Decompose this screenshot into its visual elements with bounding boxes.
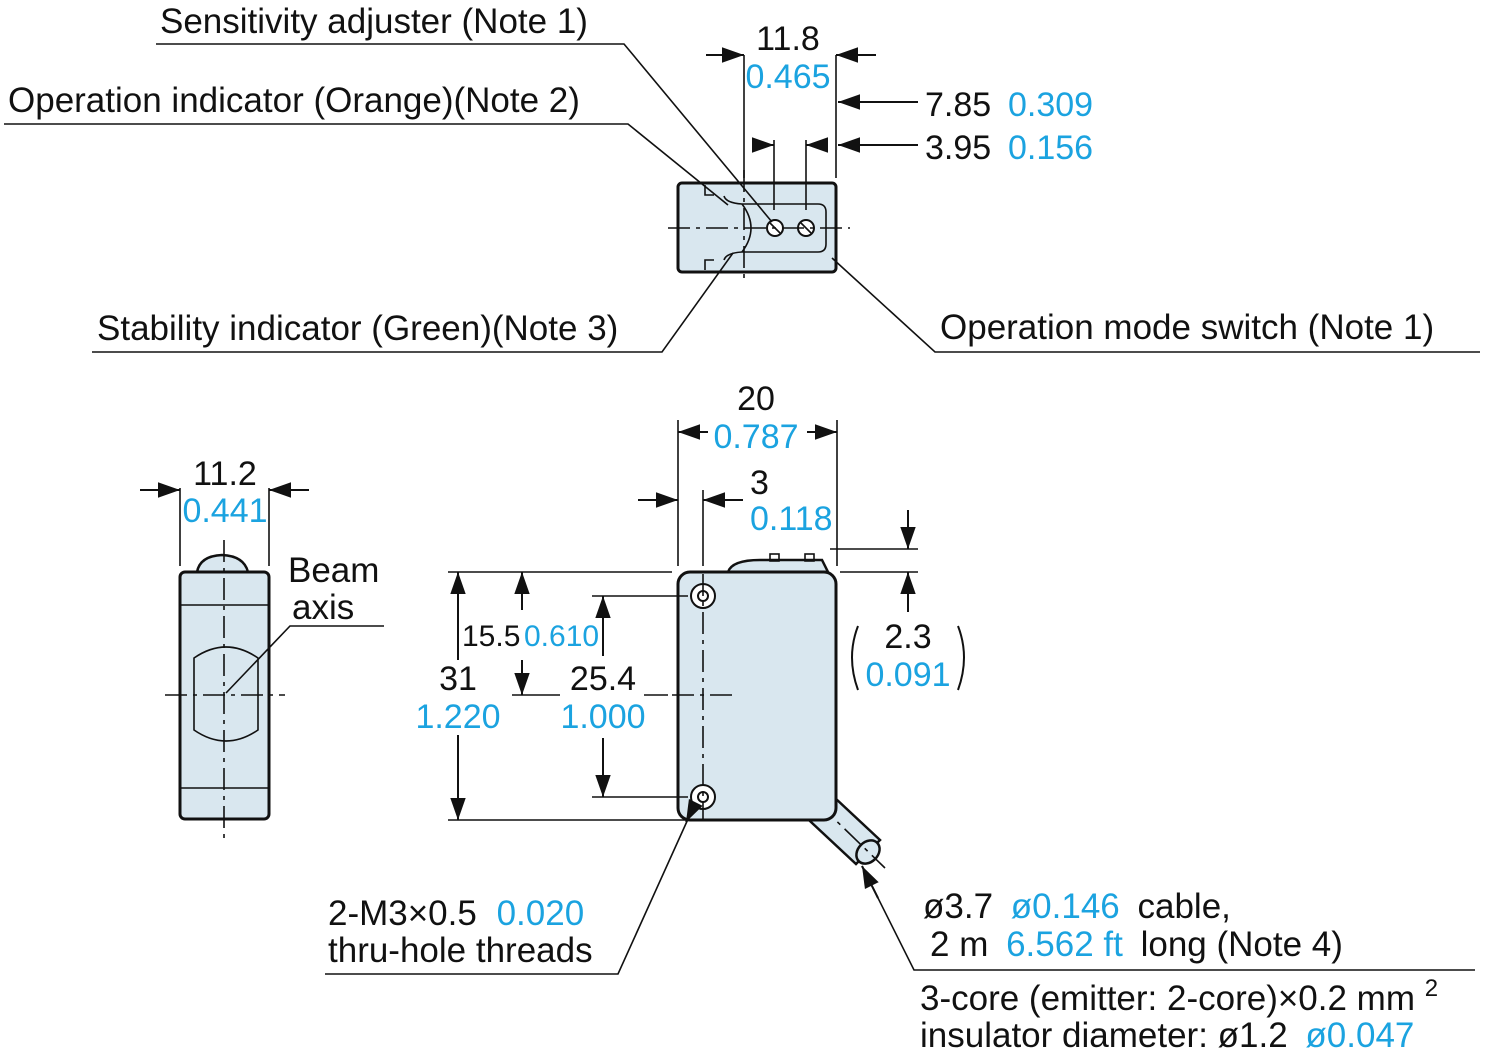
threads-line-2: thru-hole threads [328, 931, 593, 970]
cable-dia-mm: ø3.7 [923, 887, 993, 926]
cable-length-note: long (Note 4) [1141, 925, 1343, 964]
side-view: 11.2 0.441 Beam axis [140, 455, 384, 840]
cable-length-m: 2 m [930, 925, 988, 964]
cable-length-ft: 6.562 ft [1006, 925, 1123, 964]
threads-line-1: 2-M3×0.5 0.020 [328, 894, 584, 933]
cable-core-spec: 3-core (emitter: 2-core)×0.2 mm [920, 979, 1415, 1018]
offset2-in: 0.156 [1008, 129, 1093, 167]
front-view-housing [676, 570, 838, 822]
beam-axis-label-1: Beam [288, 551, 379, 590]
stability-indicator-label: Stability indicator (Green)(Note 3) [97, 309, 618, 348]
offset1-in: 0.309 [1008, 86, 1093, 124]
offset1-mm: 7.85 [925, 86, 991, 124]
side-width-mm: 11.2 [193, 455, 257, 493]
front-view: 20 0.787 3 0.118 2.3 0.091 31 1.220 15.5… [325, 380, 1475, 1055]
height-mm: 31 [439, 660, 477, 698]
cable-dia-in: ø0.146 [1011, 887, 1120, 926]
offset2-mm: 3.95 [925, 129, 991, 167]
cable-line-1: ø3.7 ø0.146 cable, [923, 887, 1231, 926]
threads-size-in: 0.020 [497, 894, 585, 933]
upper-in: 0.610 [524, 620, 599, 653]
operation-mode-switch-label: Operation mode switch (Note 1) [940, 308, 1434, 347]
top-width-mm: 11.8 [756, 20, 820, 58]
side-width-in: 0.441 [182, 492, 267, 530]
insulator-dia-mm: insulator diameter: ø1.2 [920, 1016, 1288, 1055]
front-width-mm: 20 [737, 380, 775, 418]
top-view: 11.8 0.465 7.85 0.309 3.95 0.156 Sensiti… [4, 2, 1480, 353]
height-in: 1.220 [415, 698, 500, 736]
cable-line-3: 3-core (emitter: 2-core)×0.2 mm 2 [920, 975, 1438, 1018]
insulator-dia-in: ø0.047 [1305, 1016, 1414, 1055]
cable-core-sup: 2 [1425, 975, 1438, 1002]
front-width-in: 0.787 [713, 418, 798, 456]
top-gap-mm: 2.3 [884, 618, 931, 656]
sensitivity-adjuster-label: Sensitivity adjuster (Note 1) [160, 2, 588, 41]
pitch-mm: 25.4 [570, 660, 636, 698]
top-gap-in: 0.091 [865, 656, 950, 694]
cable-line-4: insulator diameter: ø1.2 ø0.047 [920, 1016, 1414, 1055]
cable-word: cable, [1137, 887, 1230, 926]
beam-axis-label-2: axis [292, 588, 354, 627]
pitch-in: 1.000 [560, 698, 645, 736]
cable-line-2: 2 m 6.562 ft long (Note 4) [930, 925, 1343, 964]
edge-mm: 3 [750, 464, 769, 502]
threads-size: 2-M3×0.5 [328, 894, 477, 933]
edge-in: 0.118 [750, 500, 833, 538]
top-width-in: 0.465 [745, 58, 830, 96]
operation-indicator-label: Operation indicator (Orange)(Note 2) [8, 81, 580, 120]
upper-mm: 15.5 [462, 620, 520, 653]
